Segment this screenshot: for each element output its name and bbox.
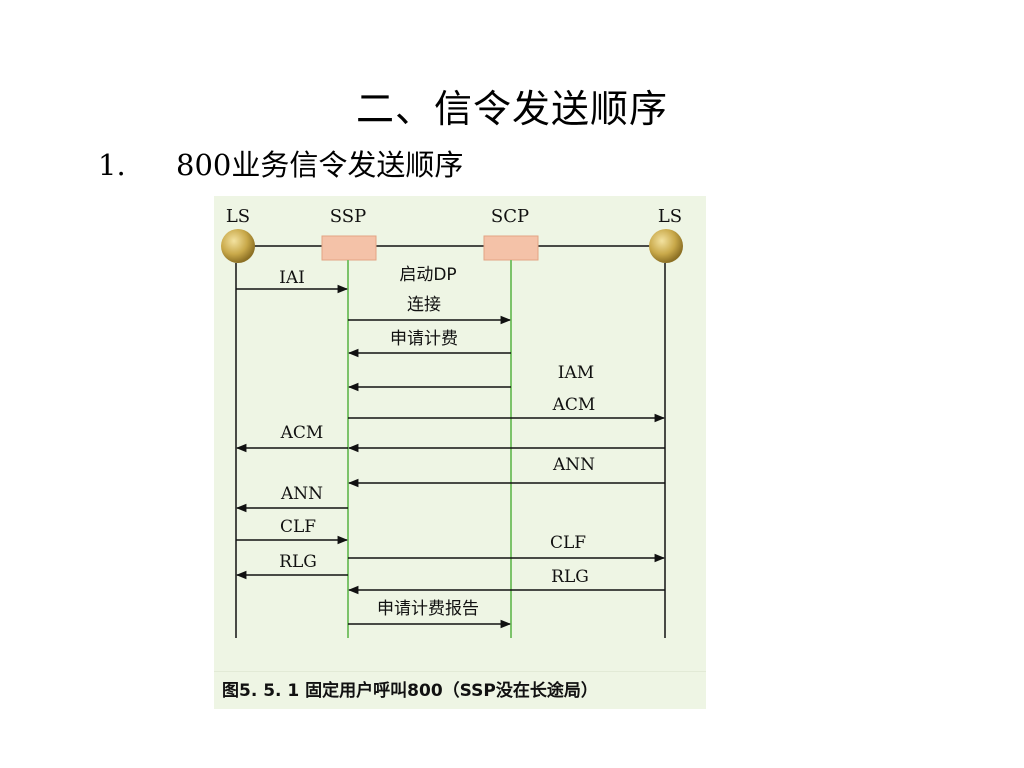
message-label-13: RLG	[551, 567, 589, 587]
message-label-8: ANN	[552, 455, 595, 475]
scp-node	[483, 235, 539, 261]
ls-right-node	[649, 229, 683, 263]
list-item-text: 800业务信令发送顺序	[176, 148, 464, 182]
message-label-3: 连接	[407, 295, 441, 315]
entity-label-ls-left: LS	[226, 206, 250, 227]
message-label-10: CLF	[280, 517, 316, 537]
message-label-5: IAM	[558, 363, 594, 383]
list-item-heading: 1. 800业务信令发送顺序	[98, 142, 463, 184]
ssp-node	[321, 235, 377, 261]
slide-title: 二、信令发送顺序	[355, 87, 668, 131]
message-label-1: IAI	[279, 268, 305, 288]
list-item-number: 1.	[98, 148, 126, 182]
figure-caption: 图5. 5. 1 固定用户呼叫800（SSP没在长途局）	[214, 671, 706, 709]
message-label-12: RLG	[279, 552, 317, 572]
message-label-6: ACM	[552, 395, 596, 415]
message-label-14: 申请计费报告	[377, 599, 479, 619]
message-label-2: 启动DP	[399, 265, 456, 285]
message-label-7: ACM	[280, 423, 324, 443]
entity-label-ssp: SSP	[330, 206, 366, 227]
entity-label-scp: SCP	[491, 206, 529, 227]
entity-label-ls-right: LS	[658, 206, 682, 227]
message-label-9: ANN	[280, 484, 323, 504]
message-label-11: CLF	[550, 533, 586, 553]
message-label-4: 申请计费	[390, 329, 458, 349]
ls-left-node	[221, 229, 255, 263]
sequence-diagram-figure: LS SSP SCP LS IAI 启动DP 连接申请计费 IAM ACM ACM ANN A…	[214, 196, 706, 709]
